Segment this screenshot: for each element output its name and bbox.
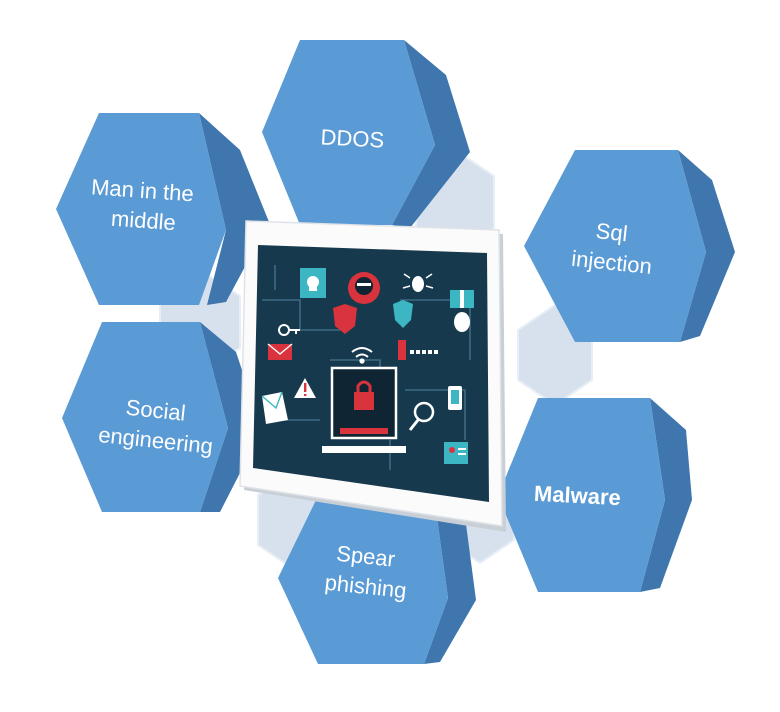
hex-label-line: Social (125, 395, 187, 426)
hex-side (200, 322, 262, 512)
hex-label-line: Spear (335, 541, 396, 572)
hex-label: Malware (533, 481, 621, 511)
hex-ddos: DDOS (262, 40, 470, 228)
hex-sql-injection: Sql injection (524, 150, 735, 342)
wifi-icon (351, 347, 373, 364)
hex-man-in-the-middle: Man in the middle (56, 113, 269, 305)
envelope-icon (261, 343, 293, 424)
decor-dots (398, 340, 438, 360)
id-card-icon (444, 442, 468, 464)
lock-icon (322, 366, 406, 453)
warning-icon (294, 378, 316, 398)
hex-label-line: middle (110, 206, 176, 235)
magnifier-icon (408, 401, 435, 431)
hex-face (56, 113, 226, 305)
hex-face (524, 150, 706, 342)
hex-face (498, 398, 665, 592)
hex-social-engineering: Social engineering (62, 322, 262, 512)
hex-face (278, 496, 448, 664)
key-icon (278, 324, 300, 336)
hex-malware: Malware (498, 398, 692, 592)
hex-side (678, 150, 735, 342)
hex-label: DDOS (320, 124, 385, 152)
gift-icon (450, 290, 474, 332)
hex-label-line: Malware (533, 481, 621, 511)
hex-side (392, 40, 470, 228)
bug-icon (402, 273, 434, 292)
hex-face (262, 40, 435, 225)
hex-label-line: Sql (595, 218, 629, 246)
phone-icon (448, 386, 462, 410)
hex-face (62, 322, 228, 512)
hex-side (424, 496, 476, 664)
hex-side (199, 113, 269, 305)
skull-icon (300, 268, 326, 298)
hex-spear-phishing: Spear phishing (278, 496, 476, 664)
hex-label-line: DDOS (320, 124, 385, 152)
center-illustration (239, 220, 506, 532)
hacker-icon (348, 272, 380, 304)
hex-side (640, 398, 692, 592)
shield-icon (333, 300, 413, 334)
